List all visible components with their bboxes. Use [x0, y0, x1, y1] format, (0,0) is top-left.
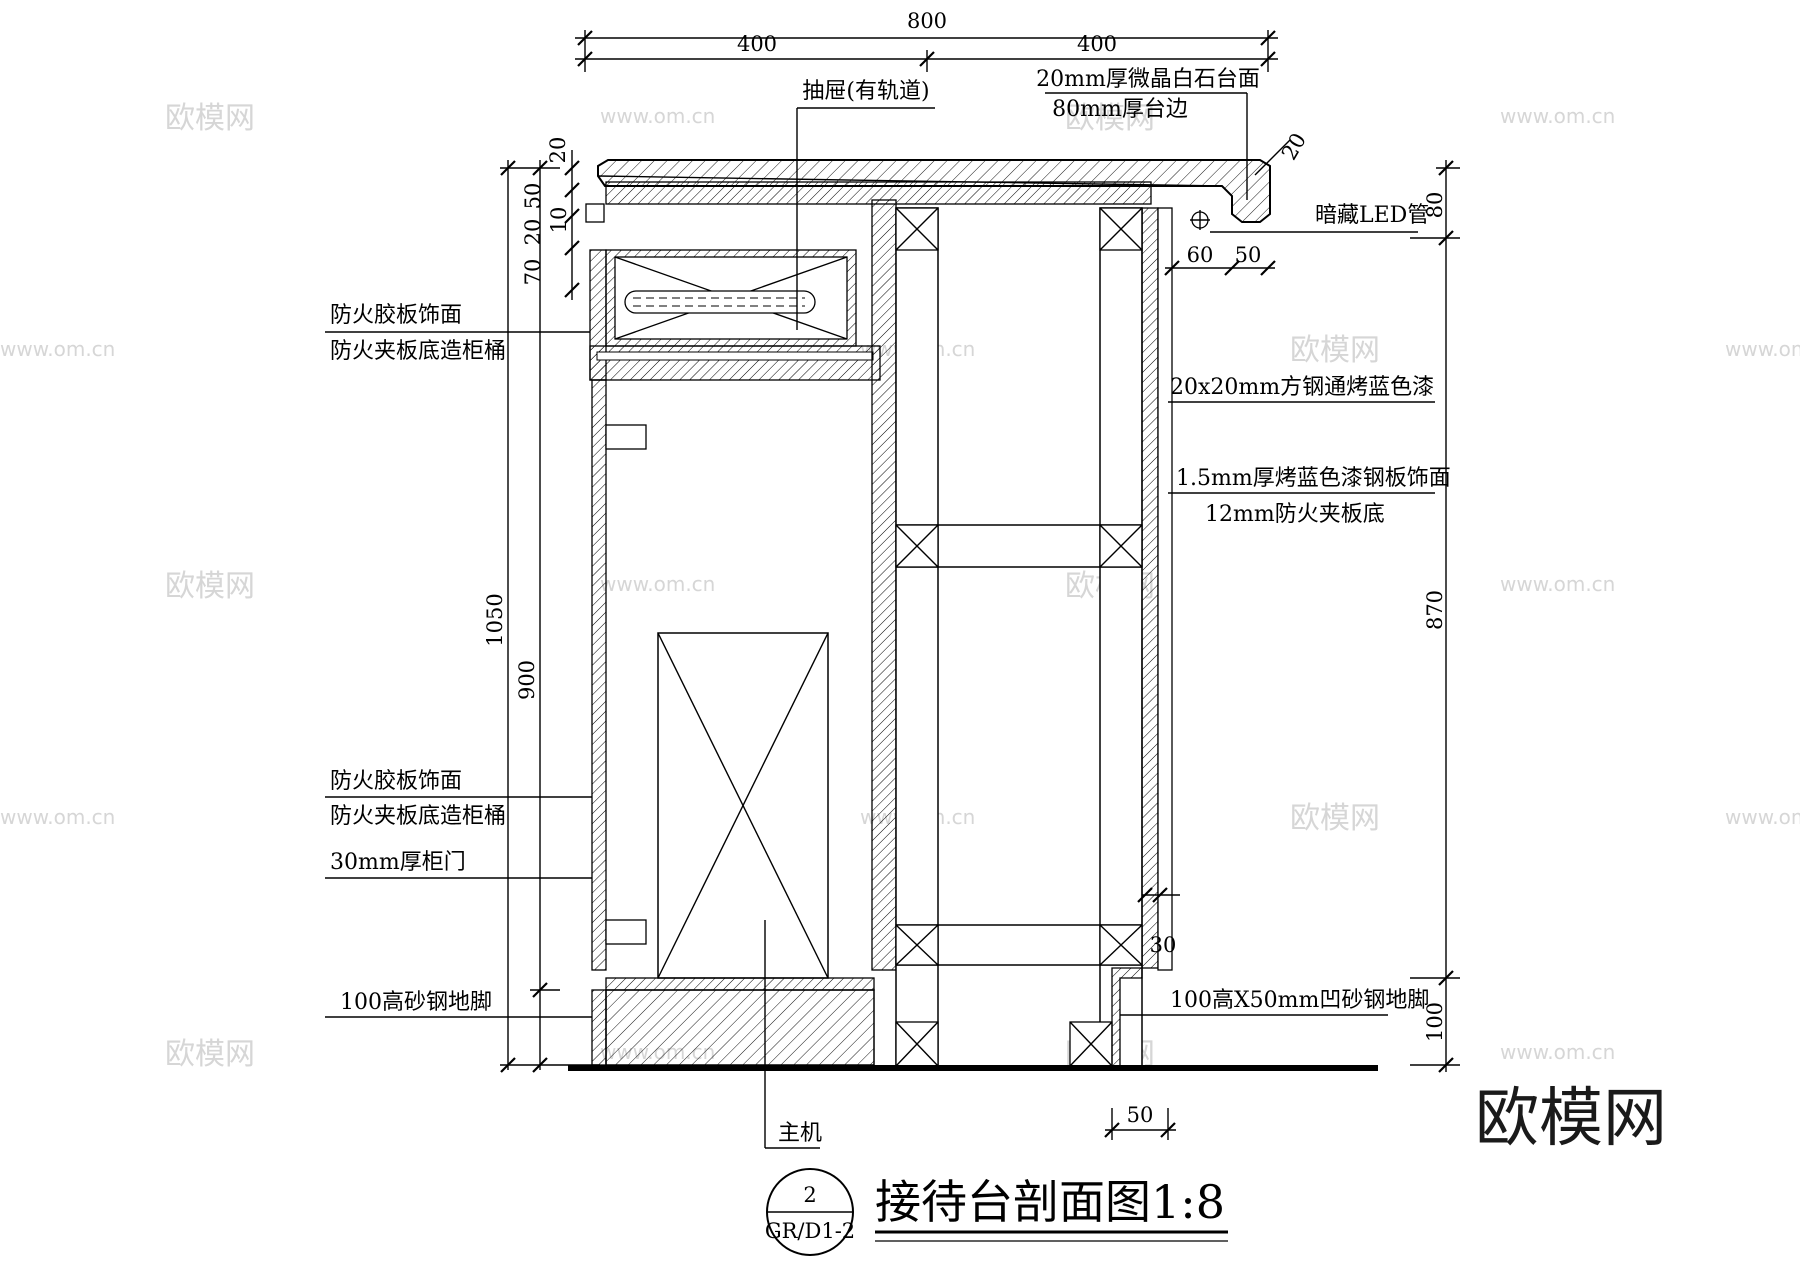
right-frame: [895, 207, 1210, 1067]
label-steel-panel-2: 12mm防火夹板底: [1205, 502, 1385, 527]
dim-bottom-50: 50: [1127, 1103, 1154, 1127]
label-door: 30mm厚柜门: [330, 850, 466, 875]
dim-20: 20: [521, 219, 545, 246]
dim-total-width: 800: [907, 9, 947, 33]
watermark-url: www.om.cn: [0, 337, 115, 361]
left-dimensions: 1050 900 20 50 20 10 70: [483, 137, 600, 1073]
dim-50: 50: [521, 183, 545, 210]
dim-900: 900: [515, 660, 539, 700]
label-host: 主机: [778, 1121, 822, 1146]
watermark-cn: 欧模网: [165, 1037, 255, 1072]
label-square-steel: 20x20mm方钢通烤蓝色漆: [1170, 375, 1434, 400]
dim-right-half: 400: [1077, 32, 1117, 56]
title-block: 2 GR/D1-2 接待台剖面图1:8: [765, 1168, 1228, 1256]
dim-80: 80: [1423, 192, 1447, 219]
label-foot-right: 100高X50mm凹砂钢地脚: [1170, 988, 1429, 1013]
title-symbol-ref: GR/D1-2: [765, 1219, 855, 1243]
watermark-url: www.om.cn: [600, 572, 715, 596]
dim-led-60: 60: [1187, 243, 1214, 267]
floor-line: [568, 1065, 1378, 1071]
label-led: 暗藏LED管: [1315, 203, 1429, 228]
left-cabinet: [589, 199, 897, 1066]
watermark-cn: 欧模网: [165, 569, 255, 604]
label-fire-panel-1b: 防火夹板底造柜桶: [330, 339, 506, 364]
dim-1050: 1050: [483, 593, 507, 646]
right-dimensions: 80 870 100 20 60 50 30 50: [1104, 129, 1460, 1140]
dim-870: 870: [1423, 590, 1447, 630]
watermark-cn: 欧模网: [1290, 801, 1380, 836]
watermark-url: www.om.cn: [1500, 1040, 1615, 1064]
label-fire-panel-2a: 防火胶板饰面: [330, 769, 462, 794]
watermark-cn: 欧模网: [165, 101, 255, 136]
title-symbol-number: 2: [803, 1183, 816, 1207]
label-fire-panel-1a: 防火胶板饰面: [330, 303, 462, 328]
label-counter-top-2: 80mm厚台边: [1052, 97, 1188, 122]
watermark-url: www.om.cn: [0, 805, 115, 829]
watermark-cn: 欧模网: [1065, 101, 1155, 136]
dim-led-50: 50: [1235, 243, 1262, 267]
watermark-cn: 欧模网: [1290, 333, 1380, 368]
drawing-title: 接待台剖面图1:8: [875, 1175, 1225, 1229]
leaders: [325, 92, 1435, 1149]
label-counter-top-1: 20mm厚微晶白石台面: [1036, 67, 1260, 92]
dim-20-top: 20: [546, 137, 570, 164]
brand-logo: 欧模网: [1475, 1082, 1667, 1156]
label-foot-left: 100高砂钢地脚: [340, 990, 492, 1015]
label-drawer: 抽屉(有轨道): [802, 79, 929, 104]
dim-right-20: 20: [1277, 129, 1311, 164]
watermark-url: www.om.cn: [600, 104, 715, 128]
watermark-url: www.om.cn: [1500, 572, 1615, 596]
watermark-url: www.om.cn: [1725, 337, 1800, 361]
watermark-url: www.om.cn: [1500, 104, 1615, 128]
dim-30: 30: [1150, 933, 1177, 957]
label-fire-panel-2b: 防火夹板底造柜桶: [330, 804, 506, 829]
top-dimensions: 800 400 400: [575, 9, 1278, 72]
label-steel-panel-1: 1.5mm厚烤蓝色漆钢板饰面: [1176, 466, 1451, 491]
dim-10: 10: [547, 207, 571, 234]
dim-70: 70: [521, 259, 545, 286]
watermark-url: www.om.cn: [1725, 805, 1800, 829]
watermarks: 欧模网 www.om.cn 欧模网 www.om.cn www.om.cn ww…: [0, 101, 1800, 1072]
dim-left-half: 400: [737, 32, 777, 56]
dim-100: 100: [1423, 1002, 1447, 1042]
annotations: 抽屉(有轨道) 20mm厚微晶白石台面 80mm厚台边 暗藏LED管 防火胶板饰…: [330, 67, 1451, 1146]
